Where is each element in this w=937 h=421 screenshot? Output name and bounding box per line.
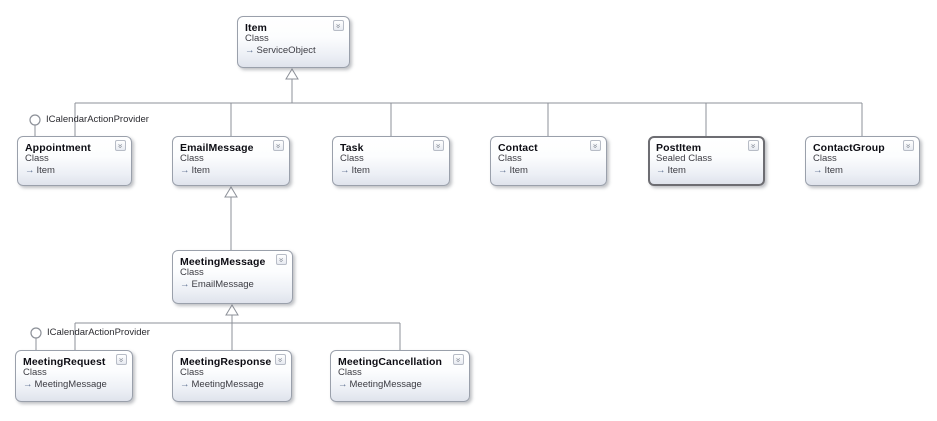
class-box-appointment[interactable]: Appointment » Class →Item xyxy=(17,136,132,186)
class-name: MeetingMessage xyxy=(180,256,266,268)
class-box-contactgroup[interactable]: ContactGroup » Class →Item xyxy=(805,136,920,186)
inheritance-triangle-icon xyxy=(285,68,299,80)
class-box-item[interactable]: Item » Class →ServiceObject xyxy=(237,16,350,68)
class-name: ContactGroup xyxy=(813,142,885,154)
base-type-name: MeetingMessage xyxy=(34,379,107,390)
inherits-arrow-icon: → xyxy=(180,379,190,390)
class-box-meetingmessage[interactable]: MeetingMessage » Class →EmailMessage xyxy=(172,250,293,304)
class-kind: Class xyxy=(498,153,522,164)
class-box-task[interactable]: Task » Class →Item xyxy=(332,136,450,186)
interface-lollipop-meetingrequest[interactable] xyxy=(30,327,42,350)
class-box-meetingresponse[interactable]: MeetingResponse » Class →MeetingMessage xyxy=(172,350,292,402)
class-name: MeetingCancellation xyxy=(338,356,442,368)
collapse-chevron-icon[interactable]: » xyxy=(903,140,914,151)
class-box-postitem[interactable]: PostItem » Sealed Class →Item xyxy=(648,136,765,186)
base-type-name: Item xyxy=(824,165,843,176)
collapse-chevron-icon[interactable]: » xyxy=(275,354,286,365)
collapse-chevron-icon[interactable]: » xyxy=(433,140,444,151)
class-kind: Class xyxy=(813,153,837,164)
inherits-arrow-icon: → xyxy=(25,165,35,176)
interface-label-meetingrequest: ICalendarActionProvider xyxy=(47,327,150,338)
collapse-chevron-icon[interactable]: » xyxy=(115,140,126,151)
collapse-chevron-icon[interactable]: » xyxy=(453,354,464,365)
base-type-row: →Item xyxy=(340,165,444,177)
class-box-emailmessage[interactable]: EmailMessage » Class →Item xyxy=(172,136,290,186)
inheritance-connector-emailmessage-meetingmessage xyxy=(224,186,238,250)
class-name: Appointment xyxy=(25,142,91,154)
base-type-name: Item xyxy=(191,165,210,176)
base-type-name: MeetingMessage xyxy=(191,379,264,390)
inheritance-connector-item-children xyxy=(74,68,863,136)
base-type-name: Item xyxy=(351,165,370,176)
class-kind: Class xyxy=(338,367,362,378)
collapse-chevron-icon[interactable]: » xyxy=(748,140,759,151)
class-name: Contact xyxy=(498,142,538,154)
class-box-meetingcancellation[interactable]: MeetingCancellation » Class →MeetingMess… xyxy=(330,350,470,402)
base-type-row: →Item xyxy=(498,165,601,177)
base-type-name: MeetingMessage xyxy=(349,379,422,390)
class-kind: Class xyxy=(340,153,364,164)
class-kind: Class xyxy=(180,153,204,164)
base-type-row: →Item xyxy=(180,165,284,177)
interface-lollipop-icon xyxy=(29,114,41,126)
base-type-row: →MeetingMessage xyxy=(180,379,286,391)
collapse-chevron-icon[interactable]: » xyxy=(590,140,601,151)
base-type-row: →Item xyxy=(25,165,126,177)
inherits-arrow-icon: → xyxy=(498,165,508,176)
class-box-meetingrequest[interactable]: MeetingRequest » Class →MeetingMessage xyxy=(15,350,133,402)
base-type-row: →ServiceObject xyxy=(245,45,344,57)
class-name: PostItem xyxy=(656,142,702,154)
interface-label-appointment: ICalendarActionProvider xyxy=(46,114,149,125)
class-kind: Sealed Class xyxy=(656,153,712,164)
class-kind: Class xyxy=(180,367,204,378)
collapse-chevron-icon[interactable]: » xyxy=(333,20,344,31)
class-kind: Class xyxy=(23,367,47,378)
inherits-arrow-icon: → xyxy=(340,165,350,176)
inheritance-triangle-icon xyxy=(224,186,238,198)
inherits-arrow-icon: → xyxy=(23,379,33,390)
collapse-chevron-icon[interactable]: » xyxy=(273,140,284,151)
base-type-row: →EmailMessage xyxy=(180,279,287,291)
class-name: MeetingRequest xyxy=(23,356,106,368)
base-type-row: →Item xyxy=(656,165,759,177)
inherits-arrow-icon: → xyxy=(813,165,823,176)
base-type-name: Item xyxy=(509,165,528,176)
collapse-chevron-icon[interactable]: » xyxy=(276,254,287,265)
class-name: Task xyxy=(340,142,364,154)
interface-lollipop-appointment[interactable] xyxy=(29,114,41,136)
class-name: EmailMessage xyxy=(180,142,254,154)
interface-lollipop-icon xyxy=(30,327,42,339)
base-type-name: Item xyxy=(36,165,55,176)
class-kind: Class xyxy=(245,33,269,44)
inherits-arrow-icon: → xyxy=(180,165,190,176)
inherits-arrow-icon: → xyxy=(180,279,190,290)
inherits-arrow-icon: → xyxy=(338,379,348,390)
inherits-arrow-icon: → xyxy=(245,45,255,56)
collapse-chevron-icon[interactable]: » xyxy=(116,354,127,365)
inheritance-connector-meetingmessage-children xyxy=(74,304,401,350)
inherits-arrow-icon: → xyxy=(656,165,666,176)
class-name: MeetingResponse xyxy=(180,356,272,368)
class-name: Item xyxy=(245,22,267,34)
base-type-name: EmailMessage xyxy=(191,279,254,290)
base-type-name: Item xyxy=(667,165,686,176)
base-type-row: →MeetingMessage xyxy=(338,379,464,391)
inheritance-triangle-icon xyxy=(225,304,239,316)
base-type-name: ServiceObject xyxy=(256,45,316,56)
base-type-row: →Item xyxy=(813,165,914,177)
class-kind: Class xyxy=(180,267,204,278)
class-kind: Class xyxy=(25,153,49,164)
class-box-contact[interactable]: Contact » Class →Item xyxy=(490,136,607,186)
base-type-row: →MeetingMessage xyxy=(23,379,127,391)
